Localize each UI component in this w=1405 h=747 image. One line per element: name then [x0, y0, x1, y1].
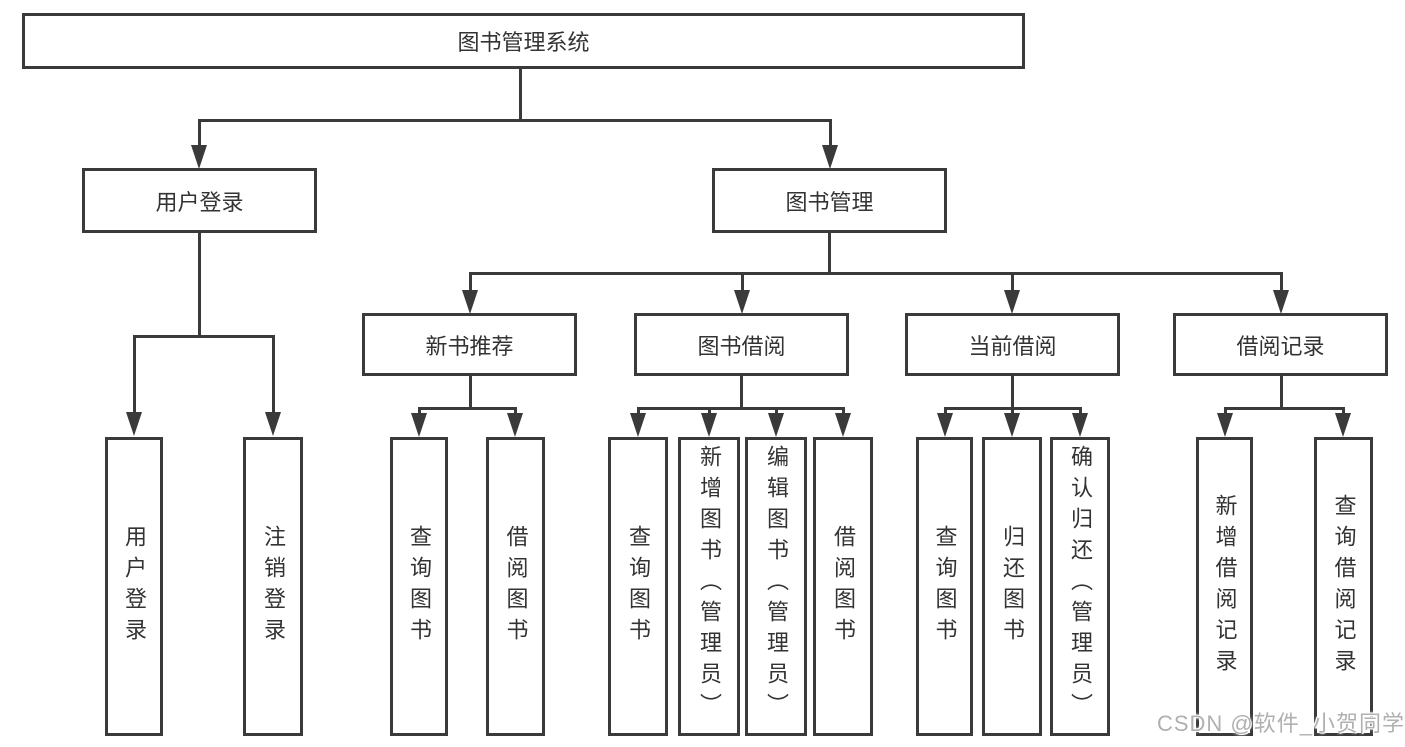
connector-line [944, 407, 947, 417]
connector-line [198, 119, 832, 122]
connector-line [1079, 407, 1082, 417]
arrowhead-icon [734, 290, 750, 314]
node-label: 查询借阅记录 [1331, 493, 1357, 680]
node-label: 查询图书 [407, 524, 432, 649]
arrowhead-icon [1335, 413, 1351, 437]
leaf-borrow-books: 借阅图书 [813, 437, 873, 736]
node-new-book-recommend: 新书推荐 [362, 313, 577, 376]
arrowhead-icon [1004, 290, 1020, 314]
node-borrowing-records: 借阅记录 [1173, 313, 1388, 376]
node-label: 注销登录 [261, 524, 286, 649]
arrowhead-icon [265, 412, 281, 436]
node-library-system: 图书管理系统 [22, 13, 1025, 69]
connector-line [829, 119, 832, 148]
connector-line [519, 68, 522, 121]
connector-line [1342, 407, 1345, 417]
leaf-logout: 注销登录 [243, 437, 303, 736]
arrowhead-icon [191, 145, 207, 169]
connector-line [775, 407, 778, 417]
node-label: 新书推荐 [425, 333, 514, 359]
leaf-confirm-return-admin: 确认归还（管理员） [1050, 437, 1110, 736]
node-label: 借阅图书 [831, 524, 856, 649]
connector-line [637, 407, 844, 410]
node-book-borrowing: 图书借阅 [634, 313, 849, 376]
node-label: 确认归还（管理员） [1068, 445, 1093, 724]
node-label: 用户登录 [122, 524, 147, 649]
connector-line [741, 272, 744, 293]
leaf-query-borrow-record: 查询借阅记录 [1314, 437, 1373, 736]
arrowhead-icon [768, 413, 784, 437]
connector-line [1011, 272, 1014, 293]
node-label: 编辑图书（管理员） [764, 445, 789, 724]
connector-line [469, 376, 472, 410]
arrowhead-icon [1273, 290, 1289, 314]
connector-line [708, 407, 711, 417]
connector-line [469, 272, 1283, 275]
arrowhead-icon [1072, 413, 1088, 437]
arrowhead-icon [126, 412, 142, 436]
connector-line [469, 272, 472, 293]
node-label: 查询图书 [932, 524, 958, 649]
connector-line [1011, 376, 1014, 410]
node-label: 图书借阅 [697, 333, 786, 359]
node-label: 借阅图书 [503, 524, 529, 649]
connector-line [842, 407, 845, 417]
node-book-management: 图书管理 [712, 168, 947, 233]
node-label: 当前借阅 [968, 333, 1057, 359]
connector-line [198, 119, 201, 148]
node-label: 借阅记录 [1236, 333, 1325, 359]
connector-line [740, 376, 743, 410]
leaf-query-books-recommend: 查询图书 [390, 437, 448, 736]
leaf-return-books: 归还图书 [982, 437, 1042, 736]
connector-line [418, 407, 421, 417]
csdn-watermark: CSDN @软件_小贺同学 [1156, 711, 1405, 736]
connector-line [514, 407, 517, 417]
connector-line [1224, 407, 1345, 410]
connector-line [133, 335, 136, 415]
arrowhead-icon [411, 413, 427, 437]
arrowhead-icon [630, 413, 646, 437]
node-user-login: 用户登录 [82, 168, 317, 233]
leaf-add-borrow-record: 新增借阅记录 [1196, 437, 1253, 736]
node-label: 图书管理系统 [457, 30, 590, 55]
connector-line [1280, 376, 1283, 410]
node-label: 查询图书 [626, 524, 651, 649]
arrowhead-icon [1004, 413, 1020, 437]
connector-line [133, 335, 274, 338]
leaf-edit-books-admin: 编辑图书（管理员） [745, 437, 807, 736]
connector-line [1280, 272, 1283, 293]
node-label: 新增借阅记录 [1212, 493, 1238, 680]
leaf-borrow-books-recommend: 借阅图书 [486, 437, 545, 736]
connector-line [637, 407, 640, 417]
arrowhead-icon [462, 290, 478, 314]
arrowhead-icon [835, 413, 851, 437]
arrowhead-icon [1217, 413, 1233, 437]
arrowhead-icon [701, 413, 717, 437]
arrowhead-icon [507, 413, 523, 437]
connector-line [1011, 407, 1014, 417]
node-current-borrowing: 当前借阅 [905, 313, 1120, 376]
node-label: 新增图书（管理员） [697, 445, 722, 724]
connector-line [1224, 407, 1227, 417]
node-label: 归还图书 [1000, 524, 1025, 649]
node-label: 用户登录 [155, 189, 244, 215]
leaf-query-books-current: 查询图书 [916, 437, 973, 736]
leaf-query-books-borrowing: 查询图书 [608, 437, 668, 736]
connector-line [828, 233, 831, 275]
arrowhead-icon [937, 413, 953, 437]
connector-line [272, 335, 275, 415]
connector-line [198, 233, 201, 338]
connector-line [418, 407, 517, 410]
leaf-add-books-admin: 新增图书（管理员） [678, 437, 740, 736]
arrowhead-icon [822, 145, 838, 169]
leaf-user-login: 用户登录 [105, 437, 163, 736]
node-label: 图书管理 [785, 189, 874, 215]
